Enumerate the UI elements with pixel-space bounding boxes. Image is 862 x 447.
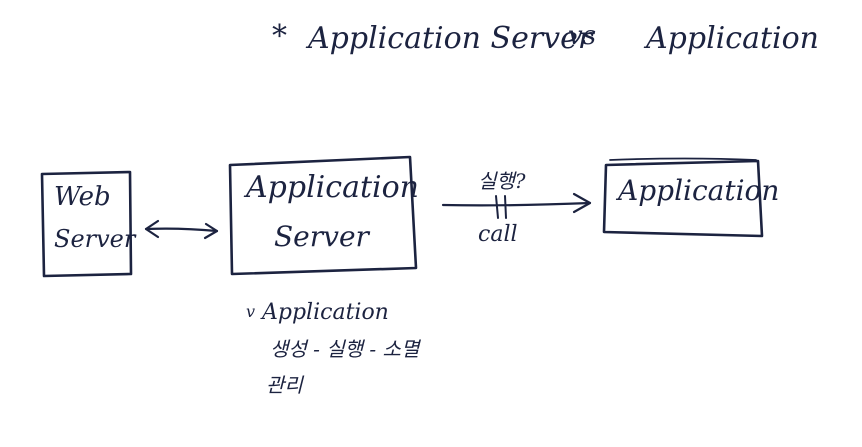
note-line-1: Application [260,300,389,325]
bidirectional-arrow [144,219,219,240]
arrowhead-left-icon [144,219,160,239]
arrowhead-icon [572,192,592,214]
title-left: Application Server [305,21,594,56]
application-label: Application [615,174,779,207]
application-server-box: Application Server [228,155,419,276]
call-arrow: 실행? call [441,169,592,247]
title-vs: vs [568,21,596,51]
web-server-box: Web Server [40,170,137,278]
application-server-border [228,155,418,276]
note-line-3: 관리 [266,373,304,397]
bidirectional-arrow-shaft [144,227,219,233]
application-server-label-1: Application [243,170,419,205]
application-border-overstroke [609,157,757,161]
note-bullet-icon: v [246,302,255,321]
title-right: Application [643,21,819,56]
application-box: Application [602,157,779,238]
note: v Application 생성 - 실행 - 소멸 관리 [246,300,421,397]
application-server-label-2: Server [274,220,371,253]
web-server-label-2: Server [54,225,137,253]
web-server-border [40,170,133,278]
arrowhead-right-icon [203,222,219,240]
note-line-2: 생성 - 실행 - 소멸 [270,337,421,361]
equals-mark-icon [495,195,507,219]
title: * Application Server vs Application [272,19,819,56]
call-arrow-shaft [441,201,592,207]
title-star: * [272,19,287,54]
application-border [602,159,764,238]
arrow-label-bottom: call [478,222,518,247]
arrow-label-top: 실행? [478,169,526,193]
web-server-label-1: Web [54,182,111,212]
